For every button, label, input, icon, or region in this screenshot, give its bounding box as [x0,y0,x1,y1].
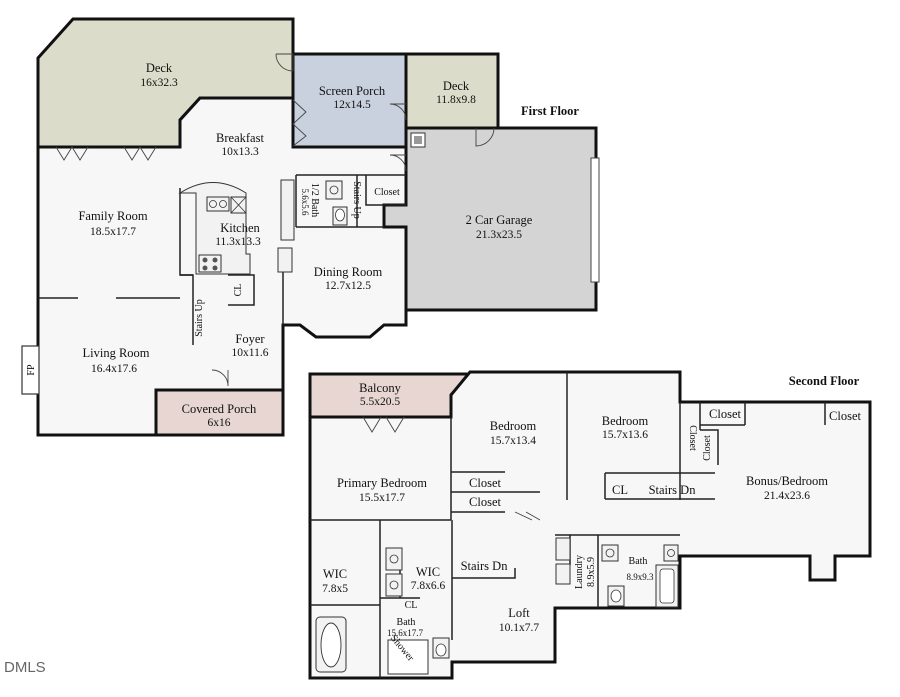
wic-2-label: WIC [416,565,440,579]
bath-2-vanity [663,544,679,562]
dmls-watermark: DMLS [4,659,46,676]
loft-label: Loft [508,606,530,620]
pantry-counter [280,179,295,241]
closet-bonus-4-label: Closet [702,435,713,461]
wic-1-label: WIC [323,567,347,581]
bonus-bedroom-dim: 21.4x23.6 [764,490,810,502]
second-floor: Second Floor Balcony 5.5x20.5 Bedroom 15… [308,370,872,680]
primary-bedroom-label: Primary Bedroom [337,476,427,490]
bath-2-dim: 8.9x9.3 [627,572,655,582]
laundry-label: Laundry [574,555,585,589]
kitchen-sink [206,196,230,212]
cl-1-label: CL [233,284,244,297]
screen-porch-label: Screen Porch [319,84,386,98]
covered-porch-dim: 6x16 [208,417,231,429]
half-bath-sink [325,180,343,200]
stairs-up-1-label: Stairs Up [351,181,362,219]
primary-vanity-2 [385,573,403,597]
closet-bonus-3-label: Closet [687,425,698,451]
bedroom-a-label: Bedroom [490,419,537,433]
french-doors-1 [55,146,157,161]
second-floor-title: Second Floor [789,374,860,388]
first-floor: Deck 16x32.3 Screen Porch 12x14.5 Deck 1… [21,17,600,437]
dining-room-label: Dining Room [314,265,383,279]
living-room-dim: 16.4x17.6 [91,363,137,375]
cl-2-label: CL [612,483,628,497]
balcony-label: Balcony [359,381,401,395]
laundry-machine-1 [555,537,571,561]
foyer-label: Foyer [235,332,265,346]
bedroom-b-dim: 15.7x13.6 [602,429,648,441]
closet-bonus-2-label: Closet [829,409,861,423]
wic-2-dim: 7.8x6.6 [411,580,446,592]
primary-shower [387,639,429,675]
deck-small-dim: 11.8x9.8 [436,94,476,106]
bath-2-label: Bath [629,556,648,567]
wic-1-dim: 7.8x5 [322,583,348,595]
bonus-bedroom-label: Bonus/Bedroom [746,474,828,488]
family-room-dim: 18.5x17.7 [90,226,136,238]
deck-large-label: Deck [146,61,173,75]
second-floor-area [308,370,872,680]
balcony-doors [362,416,405,433]
french-doors-2 [292,99,307,147]
kitchen-label: Kitchen [220,221,260,235]
primary-bath-dim: 15.6x17.7 [387,628,424,638]
primary-bedroom-dim: 15.5x17.7 [359,492,405,504]
breakfast-dim: 10x13.3 [221,146,259,158]
garage-dim: 21.3x23.5 [476,229,522,241]
laundry-machine-2 [555,563,571,585]
living-room-label: Living Room [82,346,149,360]
refrigerator [277,247,293,273]
foyer-dim: 10x11.6 [232,347,269,359]
primary-vanity-1 [385,547,403,571]
range [198,254,222,273]
breakfast-label: Breakfast [216,131,264,145]
closet-2b-label: Closet [469,495,501,509]
closet-bonus-1-label: Closet [709,407,741,421]
primary-bath-label: Bath [397,617,416,628]
balcony-dim: 5.5x20.5 [360,396,401,408]
fireplace-label: FP [26,364,37,376]
fireplace-box [21,345,40,395]
garage-door [590,157,600,283]
loft-dim: 10.1x7.7 [499,622,540,634]
deck-large-dim: 16x32.3 [140,77,178,89]
laundry-dim: 8.9x5.9 [586,557,597,587]
cl-3-label: CL [405,600,418,611]
covered-porch-area [154,388,285,437]
half-bath-label: 1/2 Bath [309,183,320,217]
screen-porch-dim: 12x14.5 [333,99,371,111]
stairs-up-2-label: Stairs Up [194,299,205,337]
stairs-dn-2-label: Stairs Dn [461,559,509,573]
first-floor-title: First Floor [521,104,579,118]
bath-2-sink [601,544,619,562]
bedroom-a-dim: 15.7x13.4 [490,435,536,447]
bedroom-b-label: Bedroom [602,414,649,428]
covered-porch-label: Covered Porch [182,402,257,416]
dining-room-dim: 12.7x12.5 [325,280,371,292]
stairs-dn-1-label: Stairs Dn [649,483,697,497]
kitchen-dim: 11.3x13.3 [215,236,261,248]
closet-2a-label: Closet [469,476,501,490]
garage-label: 2 Car Garage [466,213,533,227]
deck-small-label: Deck [443,79,470,93]
half-bath-dim: 5.6x5.6 [300,189,310,217]
closet-1-label: Closet [374,187,400,198]
family-room-label: Family Room [78,209,147,223]
